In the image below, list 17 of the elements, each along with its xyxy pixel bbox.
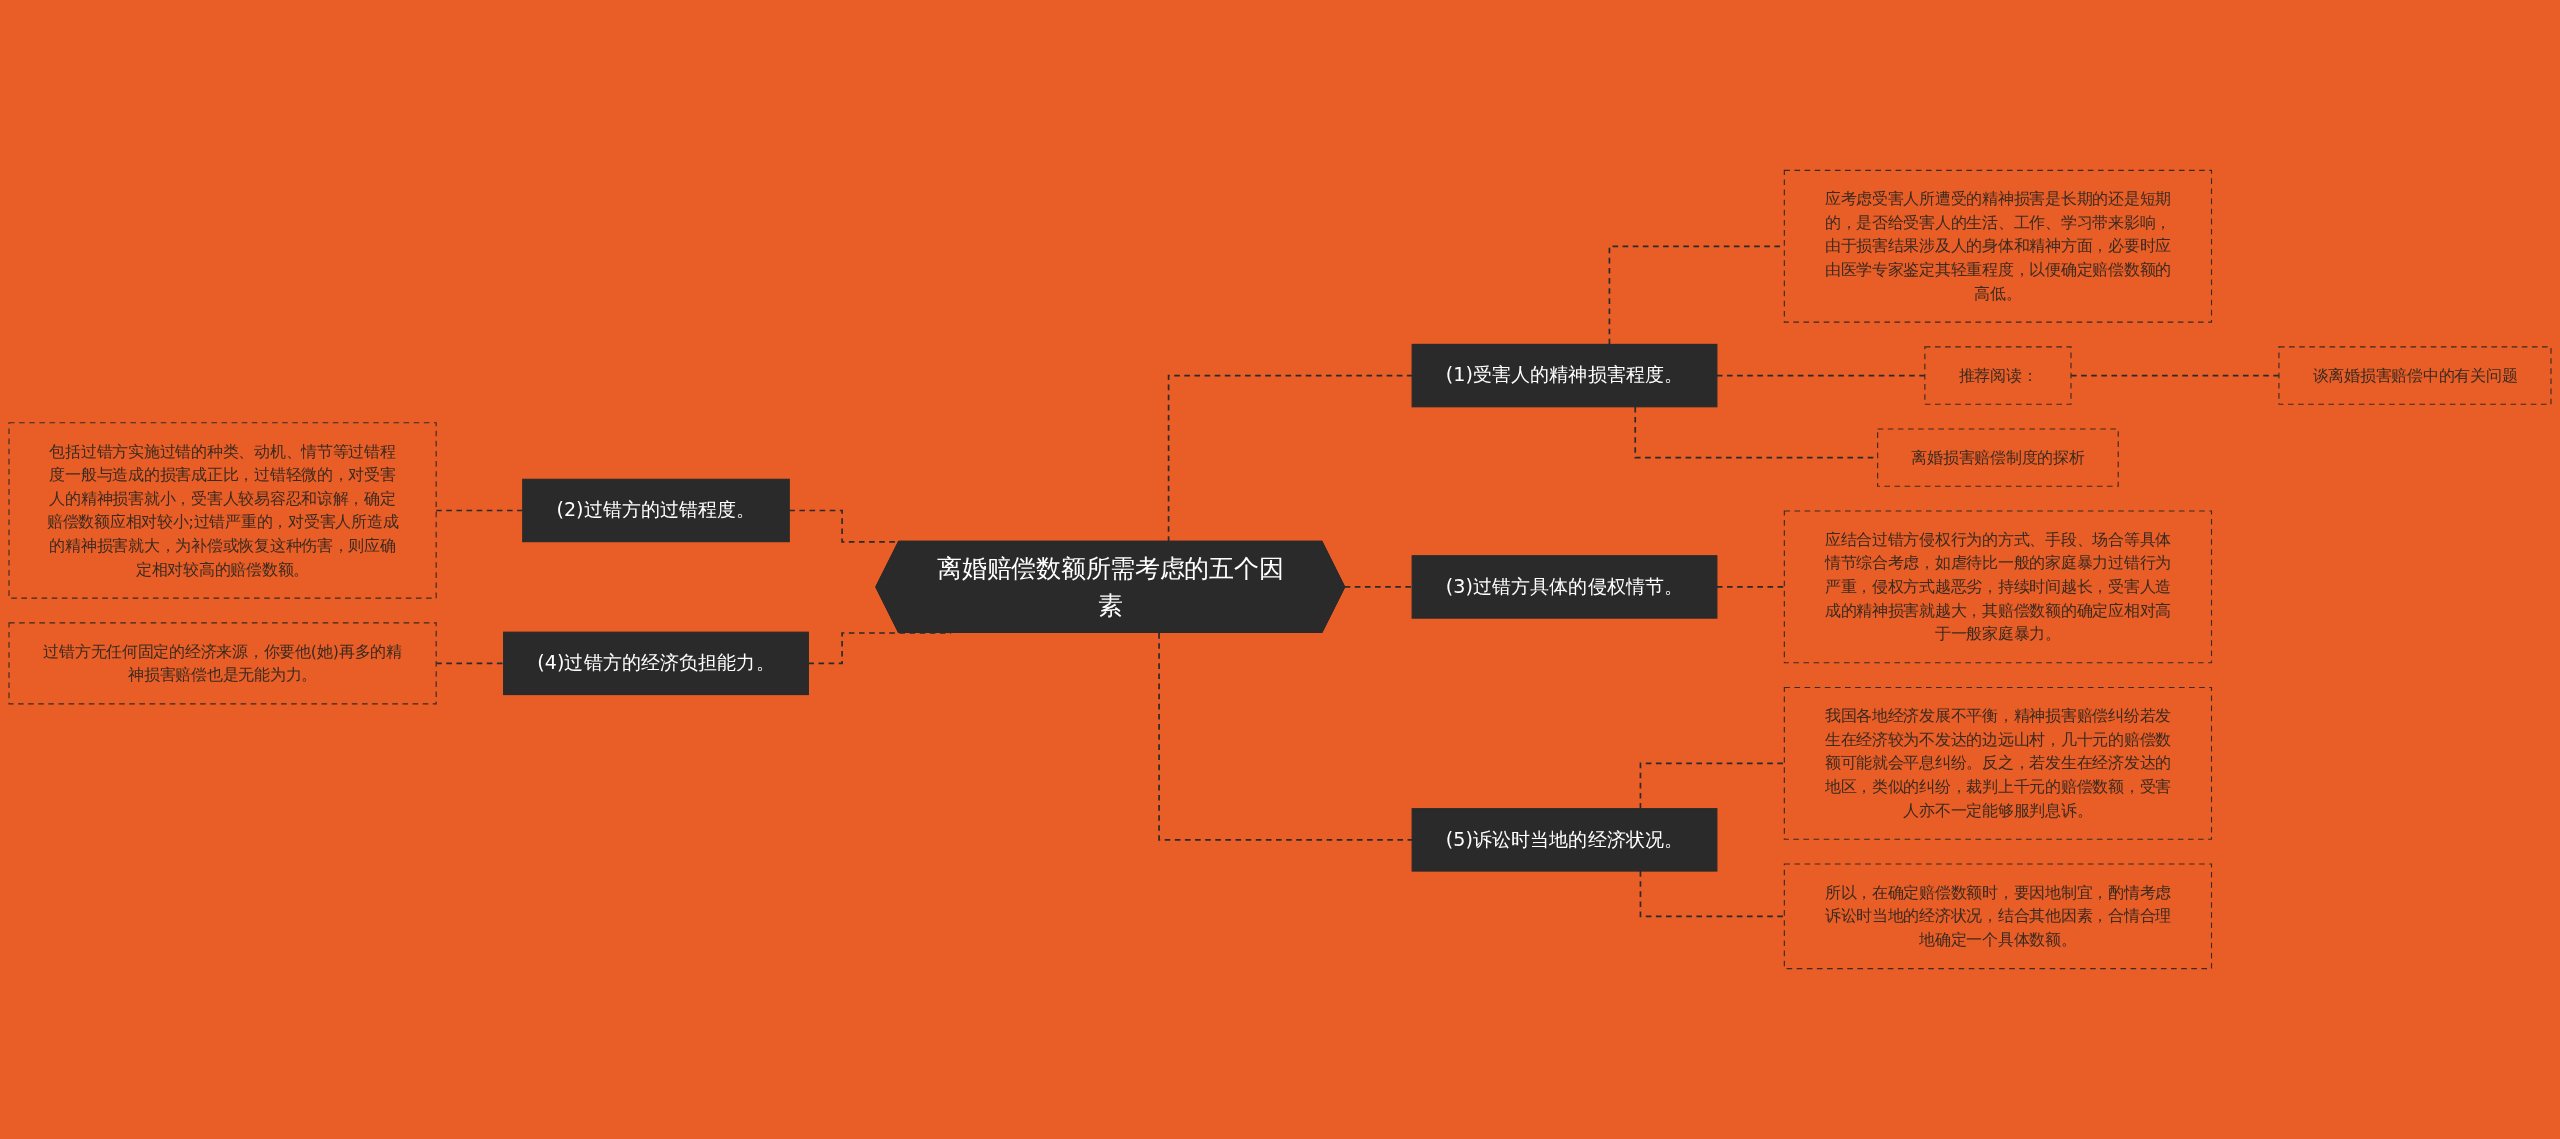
node-box: (5)诉讼时当地的经济状况。: [1411, 808, 1718, 872]
node-box: (1)受害人的精神损害程度。: [1411, 343, 1718, 408]
node-box: 推荐阅读：: [1924, 346, 2072, 405]
node-box: (4)过错方的经济负担能力。: [503, 631, 809, 696]
node-box: 离婚损害赔偿制度的探析: [1877, 428, 2119, 487]
node-box: 应考虑受害人所遭受的精神损害是长期的还是短期的，是否给受害人的生活、工作、学习带来影响，由于损害结果涉及人的身体和精神方面，必要时应由医学专家鉴定其轻重程度，以便确定赔偿数额的高低。: [1783, 169, 2213, 323]
node-box: 谈离婚损害赔偿中的有关问题: [2278, 346, 2552, 405]
node-box: 包括过错方实施过错的种类、动机、情节等过错程度一般与造成的损害成正比，过错轻微的，对受害人的精神损害就小，受害人较易容忍和谅解，确定赔偿数额应相对较小;过错严重的，对受害人所造成的精神损害就大，为补偿或恢复这种伤害，则应确定相对较高的赔偿数额。: [8, 422, 437, 599]
node-box: (3)过错方具体的侵权情节。: [1411, 555, 1718, 619]
node-box: 应结合过错方侵权行为的方式、手段、场合等具体情节综合考虑，如虐待比一般的家庭暴力过错行为严重，侵权方式越恶劣，持续时间越长，受害人造成的精神损害就越大，其赔偿数额的确定应相对高于一般家庭暴力。: [1783, 510, 2213, 664]
node-box: 所以，在确定赔偿数额时，要因地制宜，酌情考虑诉讼时当地的经济状况，结合其他因素，合情合理地确定一个具体数额。: [1783, 863, 2213, 970]
node-box: (2)过错方的过错程度。: [522, 478, 790, 543]
connector: [1344, 586, 1413, 589]
connector: [1167, 374, 1413, 543]
node-box: 过错方无任何固定的经济来源，你要他(她)再多的精神损害赔偿也是无能为力。: [8, 622, 437, 705]
connector: [1158, 632, 1413, 841]
node-box: 我国各地经济发展不平衡，精神损害赔偿纠纷若发生在经济较为不发达的边远山村，几十元的赔偿数额可能就会平息纠纷。反之，若发生在经济发达的地区，类似的纠纷，裁判上千元的赔偿数额，受害人亦不一定能够服判息诉。: [1783, 687, 2213, 840]
